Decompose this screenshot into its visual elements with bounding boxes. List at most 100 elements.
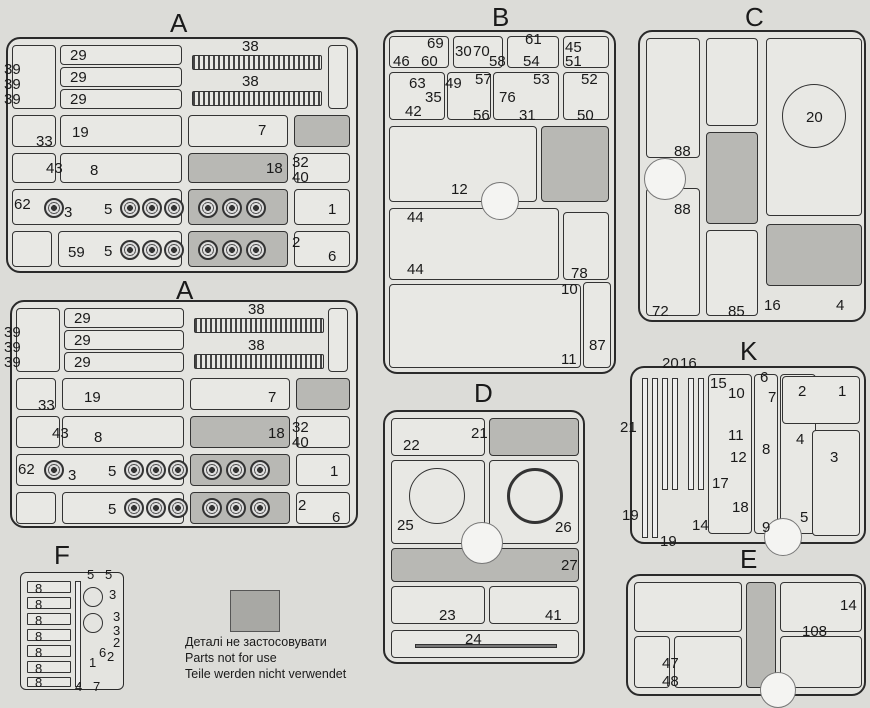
part-label: 88 xyxy=(674,201,691,218)
cell-a-top-7 xyxy=(188,115,288,147)
part-label: 3 xyxy=(113,609,121,624)
part-label: 27 xyxy=(561,557,578,574)
part-label: 32 xyxy=(292,154,309,171)
part-label: 29 xyxy=(74,310,91,327)
cell-a-bottom-32-40 xyxy=(296,416,350,448)
part-label: 4 xyxy=(796,431,805,448)
part-label: 41 xyxy=(545,607,562,624)
part-label: 39 xyxy=(4,91,21,108)
part-label: 3 xyxy=(68,467,77,484)
part-label: 38 xyxy=(242,73,259,90)
cell-a-top-shaded-1 xyxy=(294,115,350,147)
wheel-a-bottom-13 xyxy=(44,460,64,480)
turret-ring xyxy=(782,84,846,148)
part-label: 43 xyxy=(46,160,63,177)
part-label: 72 xyxy=(652,303,669,320)
cell-b-53 xyxy=(493,72,559,120)
part-label: 7 xyxy=(768,389,777,406)
wheel-a-bottom-11 xyxy=(226,498,246,518)
part-label: 19 xyxy=(84,389,101,406)
part-label: 108 xyxy=(802,623,828,640)
cell-a-bottom-43 xyxy=(16,416,60,448)
rod-k-1 xyxy=(642,378,648,538)
cell-k-15 xyxy=(708,374,752,534)
part-label: 18 xyxy=(266,160,283,177)
part-label: 20 xyxy=(806,109,823,126)
part-label: 10 xyxy=(561,281,578,298)
part-label: 31 xyxy=(519,107,536,124)
part-label: 20 xyxy=(662,355,679,372)
part-label: 32 xyxy=(292,419,309,436)
sprue-e: 14 108 47 48 xyxy=(626,574,866,708)
part-label: 16 xyxy=(764,297,781,314)
not-used-swatch xyxy=(230,590,280,632)
wheel-a-top-9 xyxy=(164,240,184,260)
cell-b-45 xyxy=(563,36,609,68)
part-label: 1 xyxy=(328,201,337,218)
part-label: 44 xyxy=(407,261,424,278)
wheel-a-top-3 xyxy=(164,198,184,218)
part-label: 49 xyxy=(445,75,462,92)
etch-frame-bar xyxy=(75,581,81,687)
part-label: 3 xyxy=(113,623,121,638)
part-label: 4 xyxy=(75,679,83,694)
part-label: 29 xyxy=(70,69,87,86)
wheel-a-bottom-2 xyxy=(146,460,166,480)
part-label: 18 xyxy=(268,425,285,442)
sprue-letter-c: C xyxy=(745,2,765,32)
cell-b-87 xyxy=(583,282,611,368)
part-label: 8 xyxy=(762,441,771,458)
part-label: 35 xyxy=(425,89,442,106)
part-label: 38 xyxy=(248,337,265,354)
part-label: 21 xyxy=(620,419,637,436)
cell-a-top-19 xyxy=(60,115,182,147)
part-label: 22 xyxy=(403,437,420,454)
part-label: 4 xyxy=(836,297,845,314)
part-label: 6 xyxy=(760,369,769,386)
part-label: 39 xyxy=(4,354,21,371)
part-label: 69 xyxy=(427,35,444,52)
cell-e-top-left xyxy=(634,582,742,632)
sprue-letter-e: E xyxy=(740,544,759,574)
part-label: 33 xyxy=(38,397,55,414)
cell-a-bottom-2-6 xyxy=(296,492,350,524)
cell-c-left-mid xyxy=(646,188,700,316)
part-label: 3 xyxy=(64,204,73,221)
etch-plate-7 xyxy=(27,677,71,687)
cell-a-bottom-19 xyxy=(62,378,184,410)
part-label: 23 xyxy=(439,607,456,624)
cell-e-14 xyxy=(780,582,862,632)
wheel-a-top-2 xyxy=(142,198,162,218)
part-label: 56 xyxy=(473,107,490,124)
wheel-a-bottom-4 xyxy=(202,460,222,480)
etch-plate-3 xyxy=(27,613,71,625)
wheel-a-top-12 xyxy=(246,240,266,260)
cell-b-52 xyxy=(563,72,609,120)
sprue-letter-a-bottom: A xyxy=(176,275,195,305)
cell-b-78 xyxy=(563,212,609,280)
part-label: 87 xyxy=(589,337,606,354)
cell-d-22 xyxy=(391,418,485,456)
part-label: 12 xyxy=(730,449,747,466)
part-label: 15 xyxy=(710,375,727,392)
part-label: 2 xyxy=(107,649,115,664)
wheel-a-bottom-10 xyxy=(202,498,222,518)
cell-a-bottom-33 xyxy=(16,378,56,410)
sprue-letter-d: D xyxy=(474,378,494,408)
wheel-a-bottom-9 xyxy=(168,498,188,518)
part-label: 17 xyxy=(712,475,729,492)
legend-line-ua: Деталі не застосовувати xyxy=(185,635,327,649)
wheel-a-top-8 xyxy=(142,240,162,260)
wheel-a-top-6 xyxy=(246,198,266,218)
cell-a-bottom-29-row1 xyxy=(64,308,184,328)
part-label: 48 xyxy=(662,673,679,690)
cell-a-top-43 xyxy=(12,153,56,183)
cell-b-49 xyxy=(447,72,491,120)
part-label: 19 xyxy=(72,124,89,141)
part-label: 8 xyxy=(35,597,43,612)
cell-a-bottom-18 xyxy=(190,416,290,448)
cell-b-63 xyxy=(389,72,445,120)
wheel-a-top-1 xyxy=(120,198,140,218)
gate-e xyxy=(760,672,796,708)
sprue-f: 5 5 3 3 3 2 2 8 8 8 8 8 8 8 6 1 4 7 xyxy=(20,567,124,694)
